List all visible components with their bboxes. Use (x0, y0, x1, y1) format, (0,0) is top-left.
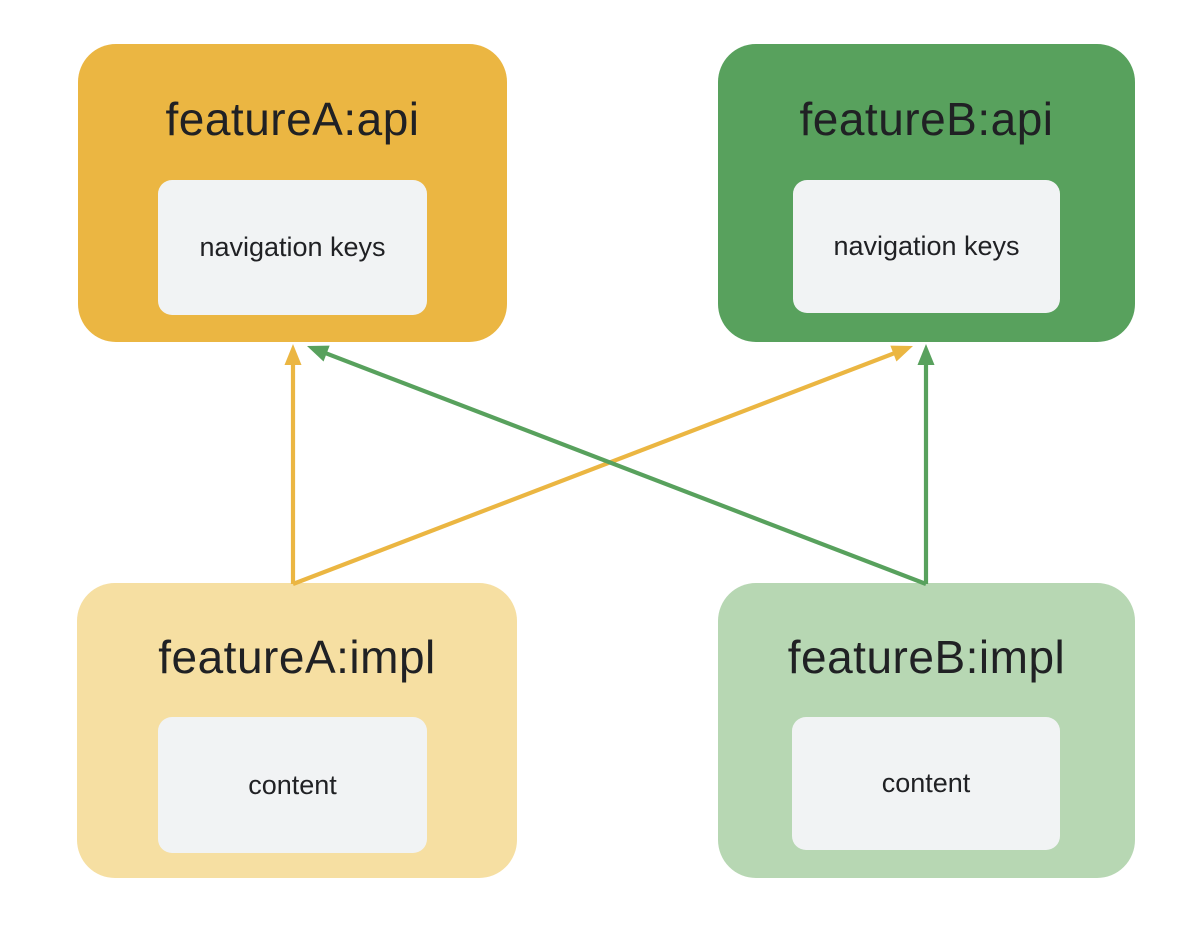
node-featureB-impl-title: featureB:impl (787, 631, 1066, 683)
node-featureB-api: featureB:api navigation keys (718, 44, 1135, 342)
featureA-impl-to-featureB-api-line (292, 350, 897, 586)
node-featureA-impl-inner-label: content (248, 769, 337, 800)
node-featureB-api-title: featureB:api (799, 93, 1054, 145)
node-featureA-impl-title: featureA:impl (158, 631, 436, 683)
featureB-impl-to-featureA-api-line (323, 350, 927, 586)
node-featureA-api-inner-label: navigation keys (199, 232, 386, 262)
featureB-impl-to-featureB-api-arrowhead (917, 344, 935, 365)
featureA-impl-to-featureA-api-arrowhead (284, 344, 302, 365)
node-featureA-impl: featureA:impl content (77, 583, 517, 878)
node-featureA-api: featureA:api navigation keys (78, 44, 507, 342)
node-featureB-impl-inner-label: content (881, 768, 971, 798)
node-featureB-api-inner-box: navigation keys (793, 180, 1060, 313)
node-featureB-impl-inner-box: content (792, 717, 1060, 850)
featureB-impl-to-featureA-api-arrowhead (307, 345, 330, 362)
node-featureA-impl-inner-box: content (158, 717, 427, 853)
node-featureA-api-title: featureA:api (165, 93, 420, 145)
featureA-impl-to-featureB-api-arrowhead (890, 345, 913, 362)
node-featureA-api-inner-box: navigation keys (158, 180, 427, 315)
node-featureB-impl: featureB:impl content (718, 583, 1135, 878)
node-featureB-api-inner-label: navigation keys (833, 231, 1020, 261)
